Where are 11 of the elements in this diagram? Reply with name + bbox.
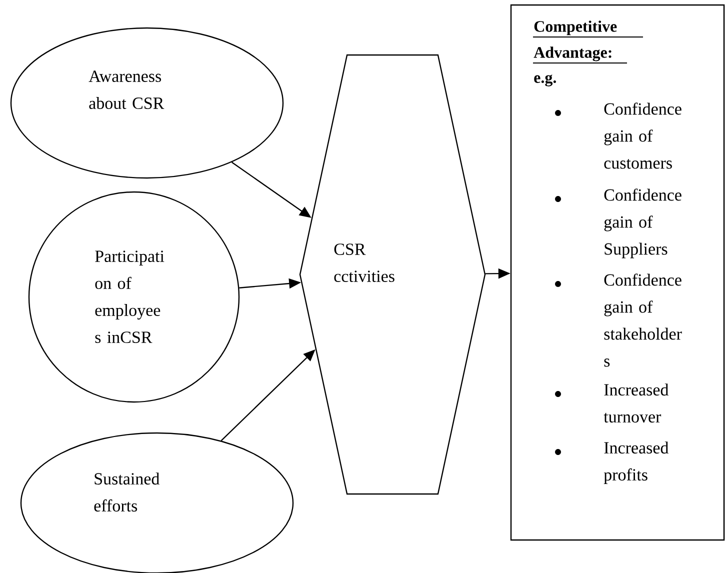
ellipse-node: Awareness about CSR (10, 27, 284, 179)
list-item: Increased profits (604, 442, 669, 484)
hexagon-node: CSR cctivities (299, 54, 486, 495)
list-item: Increased turnover (604, 384, 669, 423)
circle-node: Participati on of employee s inCSR (28, 191, 240, 403)
heading: Competitive Advantage: (532, 20, 644, 64)
list-item: Confidence gain of Suppliers (604, 188, 682, 258)
note: e.g. (534, 74, 556, 86)
text-box (510, 4, 725, 541)
list-item: Confidence gain of stakeholder s (604, 274, 682, 367)
list-item: Confidence gain of customers (604, 102, 682, 169)
